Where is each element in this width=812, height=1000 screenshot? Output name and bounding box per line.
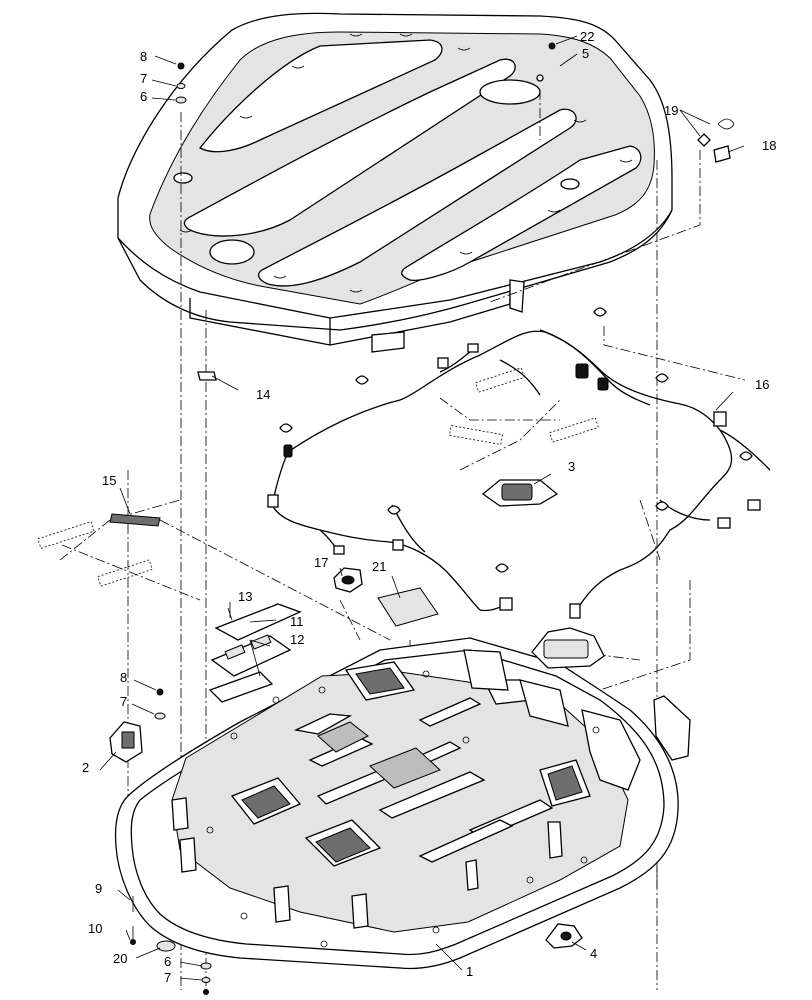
- callout-7-mid: 7: [120, 694, 127, 709]
- callout-6-top: 6: [140, 89, 147, 104]
- fastener-5: [536, 74, 544, 82]
- foam-strip-15: [109, 513, 161, 527]
- tag-parts-18-19: [697, 118, 735, 163]
- callout-11: 11: [290, 614, 304, 629]
- foam-strips: [37, 367, 599, 587]
- grommet: [333, 567, 363, 593]
- fastener-22: [548, 42, 556, 50]
- callout-17: 17: [314, 555, 328, 570]
- callout-2: 2: [82, 760, 89, 775]
- callout-13: 13: [238, 589, 252, 604]
- dome-light: [481, 479, 559, 507]
- fastener-stack-top: [175, 62, 187, 104]
- rear-light-housing: [531, 627, 605, 669]
- callout-15: 15: [102, 473, 116, 488]
- callout-22: 22: [580, 29, 594, 44]
- callout-18: 18: [762, 138, 776, 153]
- callout-12: 12: [290, 632, 304, 647]
- lens-assembly: [208, 603, 302, 703]
- bottom-lamp: [545, 923, 583, 949]
- callout-4: 4: [590, 946, 597, 961]
- callout-6-bot: 6: [164, 954, 171, 969]
- callout-1: 1: [466, 964, 473, 979]
- callout-5: 5: [582, 46, 589, 61]
- pad: [377, 587, 439, 627]
- callout-leaders: [99, 35, 745, 981]
- callout-16: 16: [755, 377, 769, 392]
- side-lamp: [109, 721, 143, 763]
- callout-8-top: 8: [140, 49, 147, 64]
- callout-7-top: 7: [140, 71, 147, 86]
- clip-14: [197, 371, 217, 381]
- roof-lower-pan: [114, 637, 679, 970]
- callout-3: 3: [568, 459, 575, 474]
- right-lamp: [653, 695, 691, 761]
- callout-9: 9: [95, 881, 102, 896]
- callout-20: 20: [113, 951, 127, 966]
- callout-14: 14: [256, 387, 270, 402]
- wire-harness: [267, 307, 771, 619]
- roof-top-panel: [117, 12, 673, 353]
- callout-19: 19: [664, 103, 678, 118]
- callout-10: 10: [88, 921, 102, 936]
- callout-8-mid: 8: [120, 670, 127, 685]
- callout-labels: 8 7 6 22 5 19 18 14 16 15 3 17 21 13 11 …: [82, 29, 776, 985]
- callout-7-bot: 7: [164, 970, 171, 985]
- callout-21: 21: [372, 559, 386, 574]
